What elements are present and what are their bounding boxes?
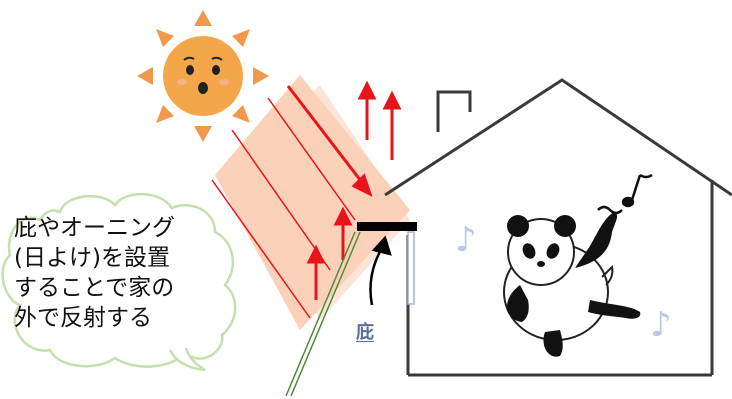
- awning-shade: [285, 231, 361, 397]
- callout-line-1: 庇やオーニング: [14, 215, 175, 241]
- dancing-panda-icon: [503, 212, 641, 357]
- incoming-rays: [211, 97, 356, 319]
- music-note-icon: [597, 173, 653, 215]
- callout-line-3: することで家の: [14, 275, 175, 301]
- sun-icon: [137, 10, 269, 142]
- music-note-icon: ♪: [455, 220, 477, 260]
- music-note-icon: ♪: [650, 305, 672, 345]
- ray-arrows: [286, 80, 402, 300]
- sunlight-band: [215, 75, 410, 330]
- window: [407, 231, 415, 305]
- eave-label: 庇: [356, 322, 374, 343]
- callout-line-2: (日よけ)を設置: [14, 245, 170, 271]
- callout-text: 庇やオーニング (日よけ)を設置 することで家の 外で反射する: [14, 213, 224, 333]
- callout-line-4: 外で反射する: [14, 305, 152, 331]
- speech-bubble: [1, 192, 237, 372]
- eave: [357, 222, 417, 231]
- eave-pointer: [369, 235, 392, 306]
